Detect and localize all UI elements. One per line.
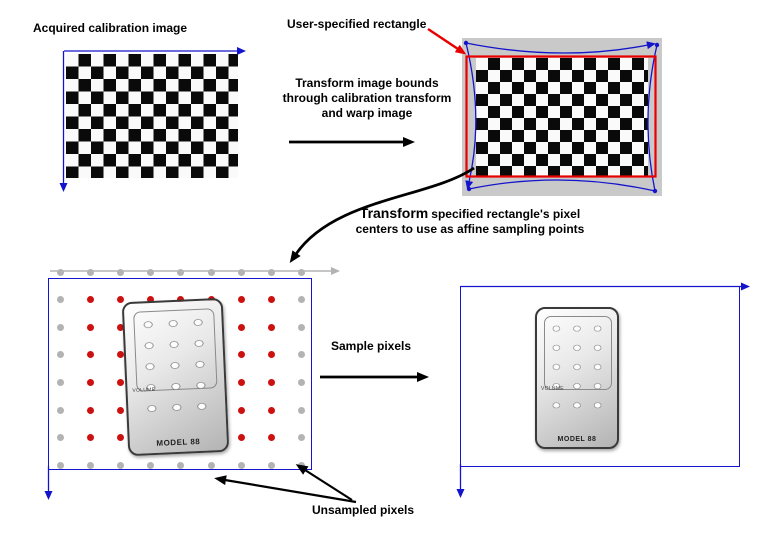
sampled-dot (267, 296, 275, 304)
unsampled-dot (56, 268, 64, 276)
unsampled-dot (56, 406, 64, 414)
sampled-dot (116, 434, 124, 442)
unsampled-dot (177, 461, 185, 469)
sampled-remote-image: VOLUME MODEL 88 (535, 307, 619, 449)
sampled-dot (116, 378, 124, 386)
unsampled-dot (237, 268, 245, 276)
caption-word-transform: Transform (359, 205, 429, 221)
sampled-dot (86, 351, 94, 359)
sampled-dot (116, 296, 124, 304)
sampled-dot (237, 406, 245, 414)
sampling-grid-panel: VOLUME MODEL 88 (48, 268, 312, 470)
remote-buttons (545, 318, 609, 416)
unsampled-pointer-arrow-1 (214, 475, 357, 504)
sampled-result-panel: VOLUME MODEL 88 (460, 286, 740, 467)
sampled-dot (267, 434, 275, 442)
unsampled-dot (298, 434, 306, 442)
remote-model-label: MODEL 88 (557, 436, 597, 443)
sampled-dot (267, 351, 275, 359)
sampled-dot (237, 378, 245, 386)
caption-line-rest: specified rectangle's pixel (431, 207, 581, 221)
unsampled-dot (267, 461, 275, 469)
unsampled-dot (56, 434, 64, 442)
remote-control-image: VOLUME MODEL 88 (121, 297, 230, 457)
unsampled-dot (56, 351, 64, 359)
calibration-checkerboard-image (66, 54, 238, 178)
sampled-dot (116, 351, 124, 359)
warped-image (462, 38, 662, 196)
unsampled-dot (177, 268, 185, 276)
sampled-dot (86, 406, 94, 414)
sampled-dot (147, 296, 155, 304)
user-rectangle-pointer-arrow (427, 27, 467, 55)
unsampled-dot (86, 461, 94, 469)
transform-bounds-caption: Transform image bounds through calibrati… (262, 76, 472, 121)
unsampled-dot (207, 268, 215, 276)
unsampled-dot (298, 296, 306, 304)
caption-line: centers to use as affine sampling points (355, 222, 585, 236)
unsampled-dot (56, 296, 64, 304)
unsampled-dot (116, 268, 124, 276)
sampled-dot (86, 434, 94, 442)
remote-volume-label: VOLUME (132, 386, 156, 394)
unsampled-dot (147, 461, 155, 469)
caption-line: and warp image (321, 106, 413, 120)
acquired-image-label: Acquired calibration image (33, 21, 188, 35)
user-rectangle-label: User-specified rectangle (287, 17, 427, 31)
sampled-dot (86, 296, 94, 304)
caption-line: through calibration transform (282, 91, 452, 105)
sampled-dot (267, 378, 275, 386)
unsampled-dot (298, 351, 306, 359)
unsampled-dot (147, 268, 155, 276)
sampled-dot (267, 406, 275, 414)
unsampled-dot (116, 461, 124, 469)
unsampled-pointer-arrow-2 (295, 464, 353, 501)
sampled-dot (267, 323, 275, 331)
unsampled-dot (298, 406, 306, 414)
unsampled-dot (56, 378, 64, 386)
unsampled-dot (298, 378, 306, 386)
unsampled-dot (207, 461, 215, 469)
remote-volume-label: VOLUME (541, 386, 564, 393)
unsampled-dot (298, 461, 306, 469)
sample-pixels-label: Sample pixels (331, 339, 412, 353)
remote-buttons (134, 310, 216, 420)
unsampled-dot (86, 268, 94, 276)
unsampled-dot (237, 461, 245, 469)
sampled-dot (86, 378, 94, 386)
sampled-dot (237, 434, 245, 442)
sampled-dot (237, 296, 245, 304)
unsampled-dot (56, 461, 64, 469)
remote-model-label: MODEL 88 (156, 436, 201, 448)
sampled-dot (237, 323, 245, 331)
warped-checkerboard (476, 58, 648, 176)
sampled-dot (116, 323, 124, 331)
unsampled-pixels-label: Unsampled pixels (312, 503, 415, 517)
unsampled-dot (267, 268, 275, 276)
sampled-dot (237, 351, 245, 359)
sampled-dot (116, 406, 124, 414)
sampled-dot (86, 323, 94, 331)
unsampled-dot (56, 323, 64, 331)
caption-line: Transform image bounds (295, 76, 439, 90)
unsampled-dot (298, 268, 306, 276)
unsampled-dot (298, 323, 306, 331)
